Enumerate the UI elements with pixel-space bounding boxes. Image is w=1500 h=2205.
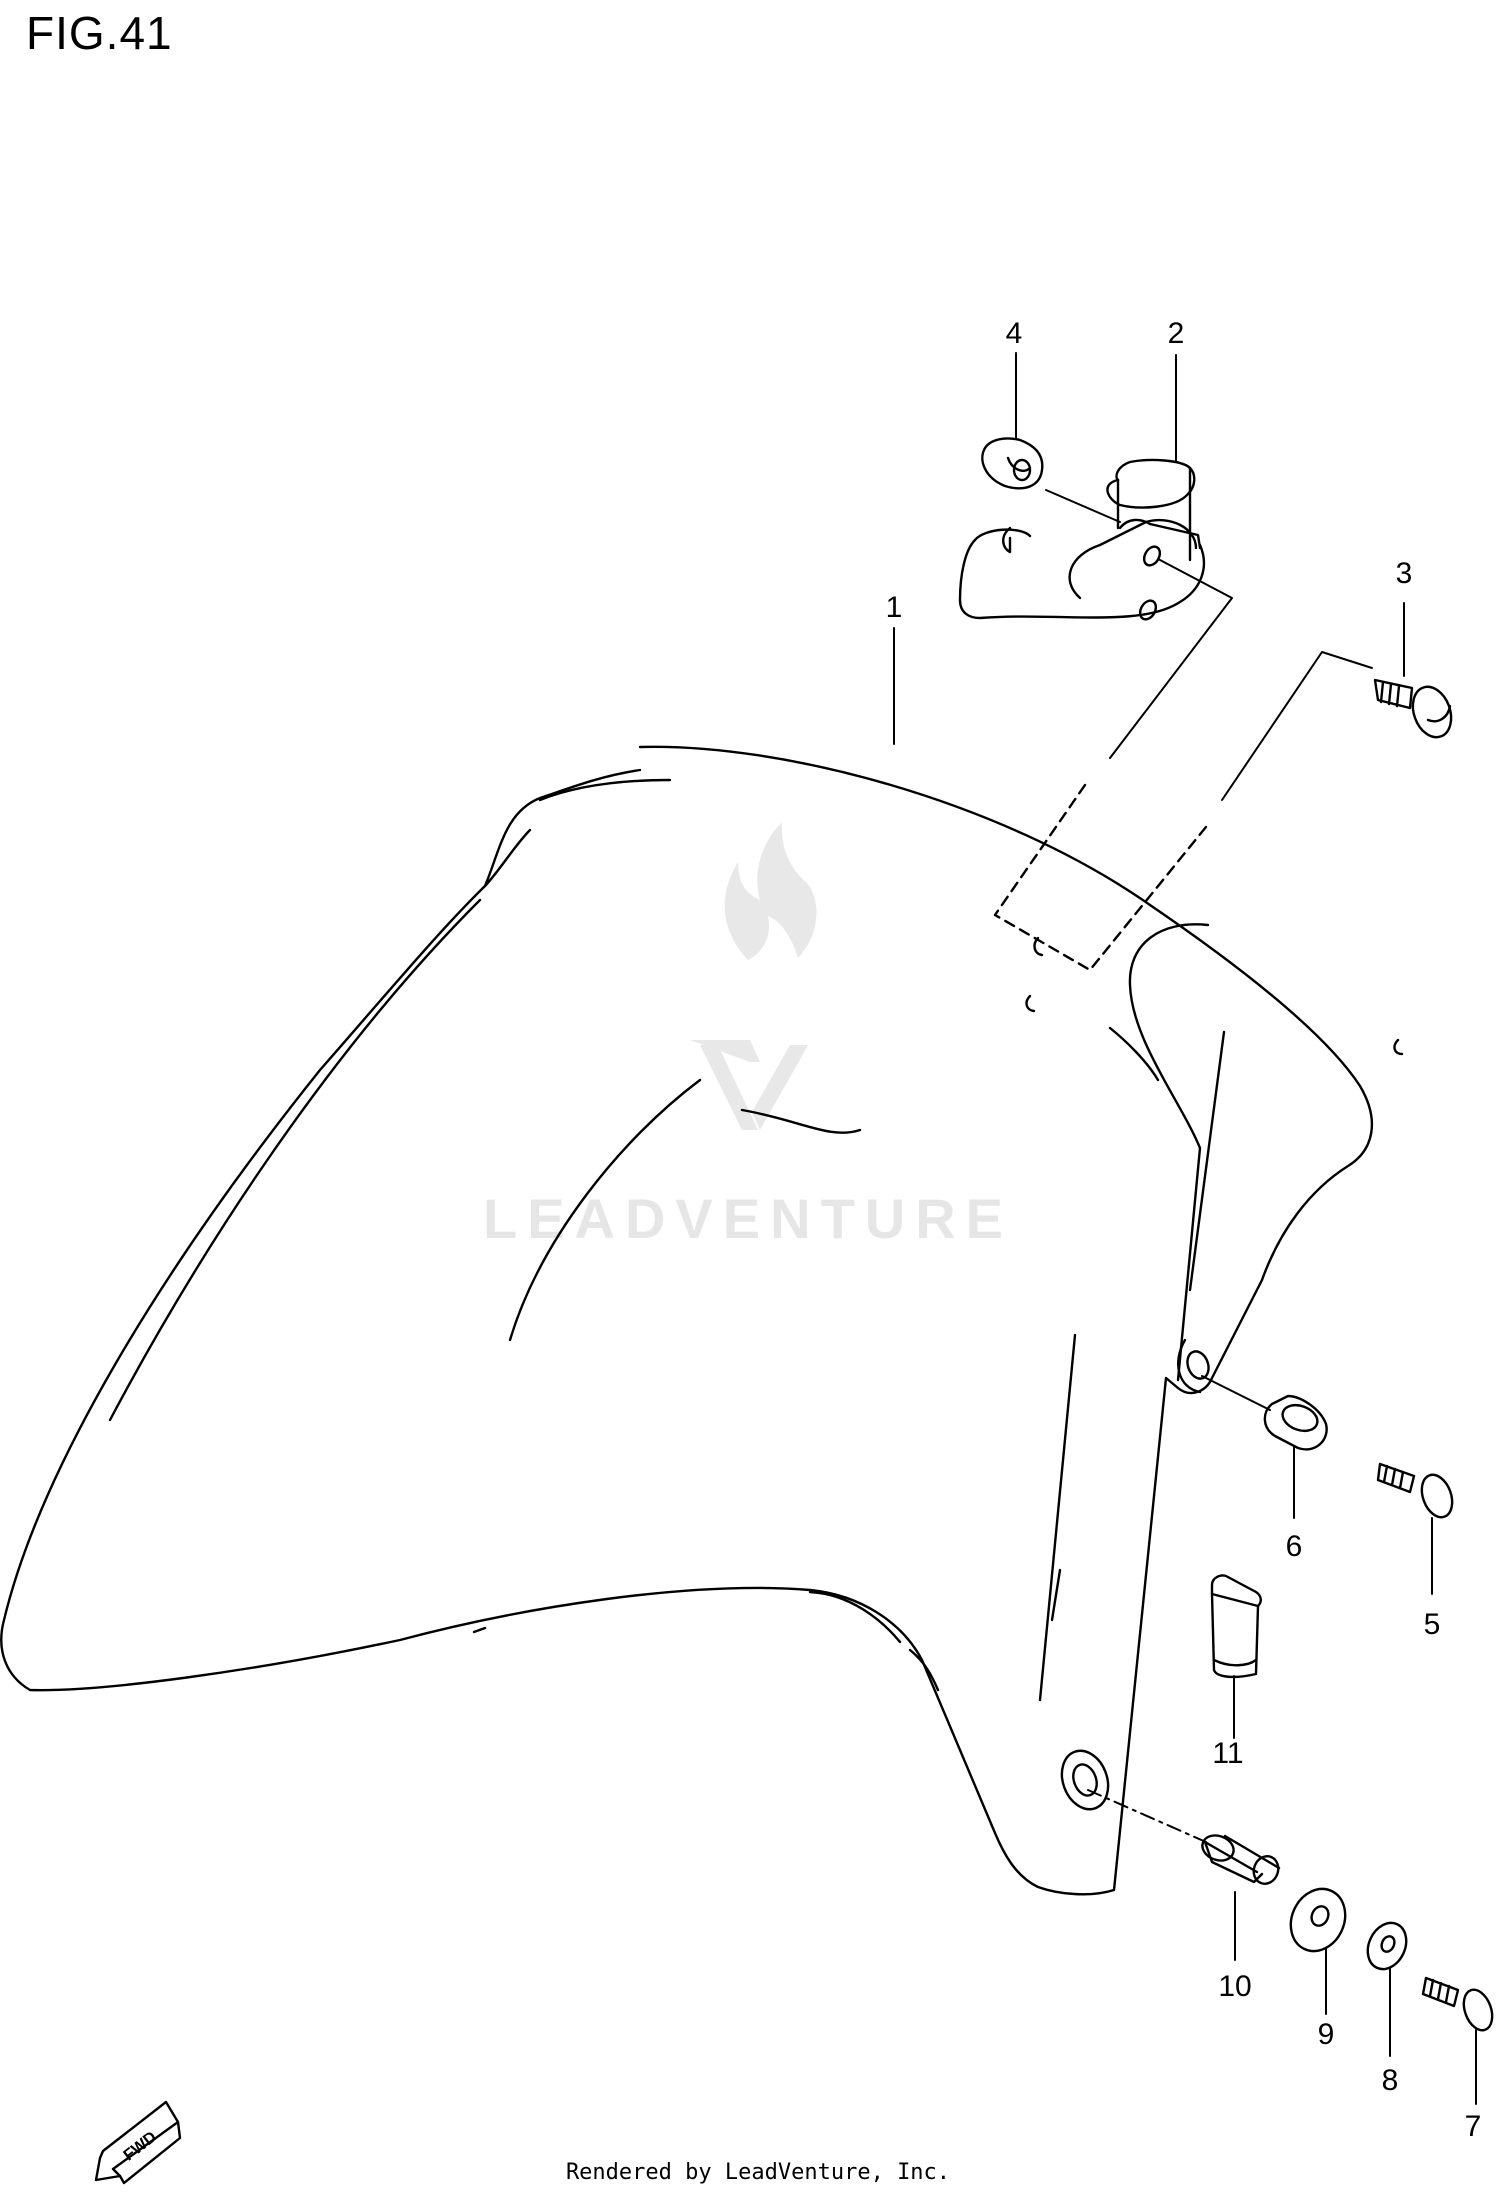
part-6-grommet [1263, 1394, 1328, 1451]
callout-4: 4 [1006, 317, 1023, 350]
part-1-front-fender [0, 745, 1404, 1896]
leader-lines [893, 352, 1477, 2105]
part-9-washer [1289, 1887, 1347, 1953]
watermark: LEADVENTURE [483, 822, 1013, 1250]
part-10-collar [1201, 1834, 1281, 1885]
footer-credit: Rendered by LeadVenture, Inc. [0, 2160, 1500, 2185]
callout-11: 11 [1212, 1737, 1243, 1770]
part-5-screw [1376, 1462, 1454, 1519]
part-7-screw [1421, 1976, 1494, 2032]
part-3-bolt [1373, 678, 1453, 739]
callout-5: 5 [1424, 1608, 1441, 1641]
callout-9: 9 [1318, 2018, 1335, 2051]
callout-3: 3 [1396, 557, 1413, 590]
fwd-arrow-icon [94, 2100, 180, 2182]
callout-8: 8 [1382, 2064, 1399, 2097]
hidden-brace-outline [993, 783, 1212, 972]
part-2-bracket [958, 458, 1206, 621]
callout-6: 6 [1286, 1530, 1303, 1563]
callout-10: 10 [1218, 1970, 1251, 2003]
callout-7: 7 [1465, 2110, 1482, 2143]
callout-labels: 1 2 3 4 5 6 7 8 9 10 11 [886, 317, 1482, 2143]
part-8-washer [1366, 1921, 1408, 1971]
watermark-flame-icon [690, 822, 817, 1130]
figure-title: FIG.41 [26, 7, 173, 59]
part-4-nut [981, 437, 1044, 490]
watermark-text: LEADVENTURE [483, 1187, 1013, 1250]
footer-credit-text: Rendered by LeadVenture, Inc. [565, 2160, 951, 2185]
callout-2: 2 [1168, 317, 1185, 350]
callout-1: 1 [886, 591, 903, 624]
part-11-pad [1210, 1574, 1262, 1679]
